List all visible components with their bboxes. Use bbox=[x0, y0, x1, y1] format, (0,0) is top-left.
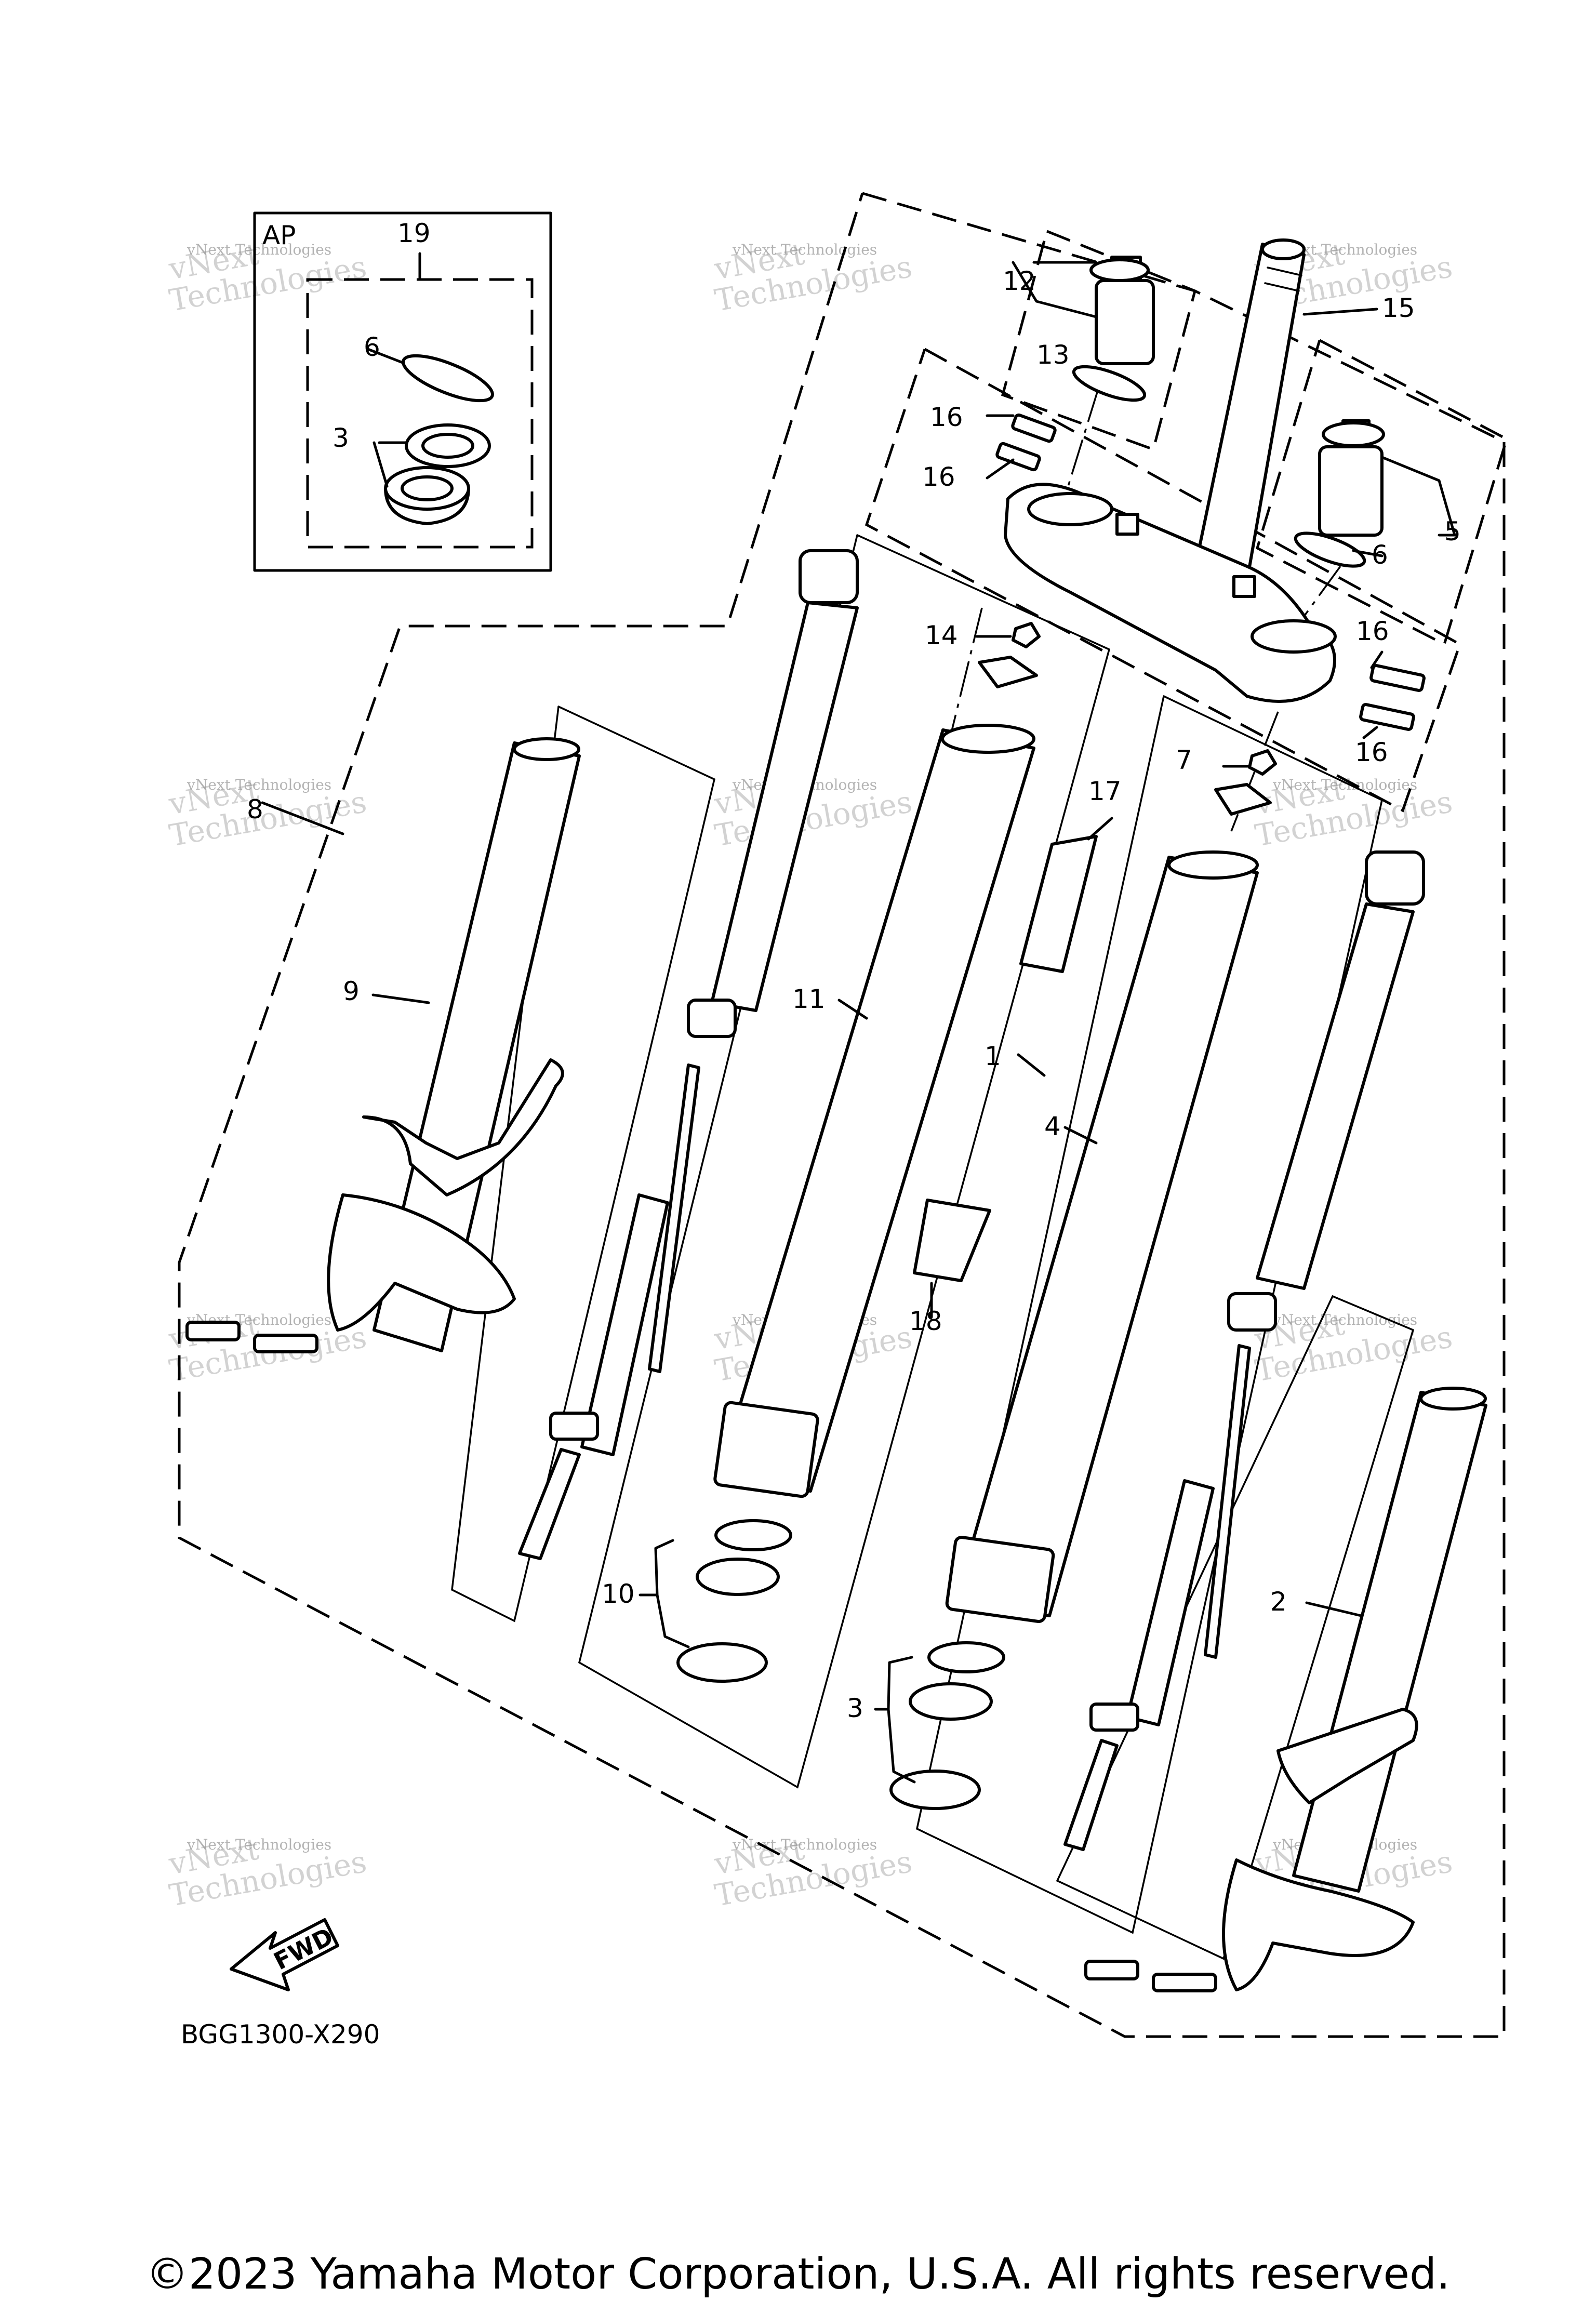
outer-tube-left-part bbox=[373, 737, 581, 1352]
watermark-small: vNext Technologies bbox=[187, 241, 331, 258]
watermark: vNext Technologies vNext Technologies bbox=[711, 236, 914, 318]
copyright-notice: ©2023 Yamaha Motor Corporation, U.S.A. A… bbox=[145, 2250, 1451, 2299]
o-ring-part bbox=[402, 354, 494, 403]
fork-spring-right-part bbox=[1227, 850, 1425, 1332]
damper-rod-right-part bbox=[1063, 1344, 1251, 1851]
assembly-dashed-outline bbox=[178, 192, 1506, 2038]
watermark: vNext Technologies vNext Technologies bbox=[711, 1831, 914, 1913]
seal-kit-part bbox=[676, 1519, 1005, 1810]
o-ring-part bbox=[1072, 365, 1147, 402]
fwd-arrow-icon: FWD bbox=[230, 1918, 339, 1991]
callout-18: 18 bbox=[909, 1306, 942, 1336]
inner-tube-right-part bbox=[945, 850, 1259, 1623]
watermark: vNext Technologies vNext Technologies bbox=[166, 1831, 369, 1913]
nut-part bbox=[978, 622, 1277, 816]
callout-13: 13 bbox=[1036, 340, 1070, 370]
cap-bolt-part bbox=[1072, 256, 1155, 402]
upper-bracket-dashed-outline bbox=[864, 348, 1462, 813]
callouts: 19 6 3 12 13 15 16 16 5 6 14 16 16 7 17 … bbox=[247, 218, 1461, 1723]
fork-spring-left-part bbox=[687, 549, 859, 1038]
callout-7: 7 bbox=[1176, 745, 1192, 775]
callout-4: 4 bbox=[1044, 1111, 1061, 1141]
steering-shaft-part bbox=[1193, 238, 1306, 583]
bolt-part bbox=[995, 413, 1426, 731]
outer-tube-right-part bbox=[1292, 1387, 1487, 1893]
callout-3: 3 bbox=[847, 1693, 863, 1723]
callout-3: 3 bbox=[332, 423, 349, 453]
axle-bracket-right-part bbox=[1222, 1708, 1418, 1991]
watermark-small: vNext Technologies bbox=[187, 776, 331, 793]
callout-15: 15 bbox=[1382, 293, 1415, 323]
inner-tube-part bbox=[713, 724, 1035, 1498]
axle-bracket-left-part bbox=[327, 1058, 564, 1332]
callout-1: 1 bbox=[985, 1041, 1001, 1071]
callout-14: 14 bbox=[925, 620, 958, 650]
ap-label: AP bbox=[262, 220, 296, 250]
left-cap-dashed-outline bbox=[1256, 339, 1508, 646]
watermark-small: vNext Technologies bbox=[187, 1836, 331, 1853]
watermark: vNext Technologies vNext Technologies bbox=[1252, 1307, 1455, 1389]
callout-2: 2 bbox=[1270, 1587, 1287, 1617]
axle-bolt-part bbox=[185, 1321, 1217, 1992]
watermark-small: vNext Technologies bbox=[1272, 1311, 1417, 1328]
upper-bracket-part bbox=[1004, 483, 1337, 703]
callout-16: 16 bbox=[1356, 616, 1389, 646]
ap-inset-frame bbox=[253, 211, 552, 572]
callout-8: 8 bbox=[247, 794, 263, 824]
diagram-code: BGG1300-X290 bbox=[181, 2019, 380, 2050]
callout-12: 12 bbox=[1003, 266, 1036, 296]
leader-line bbox=[373, 441, 389, 488]
leader-lines bbox=[261, 261, 1456, 1784]
center-axis-line bbox=[1298, 565, 1341, 624]
callout-16: 16 bbox=[1355, 737, 1388, 767]
oil-seal-kit-part bbox=[384, 423, 491, 525]
watermark-small: vNext Technologies bbox=[732, 241, 877, 258]
callout-6: 6 bbox=[364, 332, 380, 362]
callout-9: 9 bbox=[343, 976, 360, 1006]
watermark-small: vNext Technologies bbox=[732, 1836, 877, 1853]
callout-5: 5 bbox=[1444, 516, 1461, 547]
callout-6: 6 bbox=[1372, 540, 1388, 570]
cap-bolt-right-part bbox=[1294, 419, 1385, 568]
callout-10: 10 bbox=[602, 1579, 635, 1609]
leader-line bbox=[366, 348, 404, 364]
guard-part bbox=[913, 835, 1098, 1282]
callout-16: 16 bbox=[922, 462, 955, 492]
callout-19: 19 bbox=[397, 218, 431, 248]
watermark: vNext Technologies vNext Technologies bbox=[166, 772, 369, 854]
callout-16: 16 bbox=[930, 402, 963, 432]
ap-inset: AP bbox=[253, 211, 552, 572]
callout-17: 17 bbox=[1088, 776, 1122, 806]
callout-11: 11 bbox=[792, 984, 826, 1014]
o-ring-part bbox=[1294, 531, 1366, 568]
damper-rod-left-part bbox=[518, 1063, 700, 1560]
